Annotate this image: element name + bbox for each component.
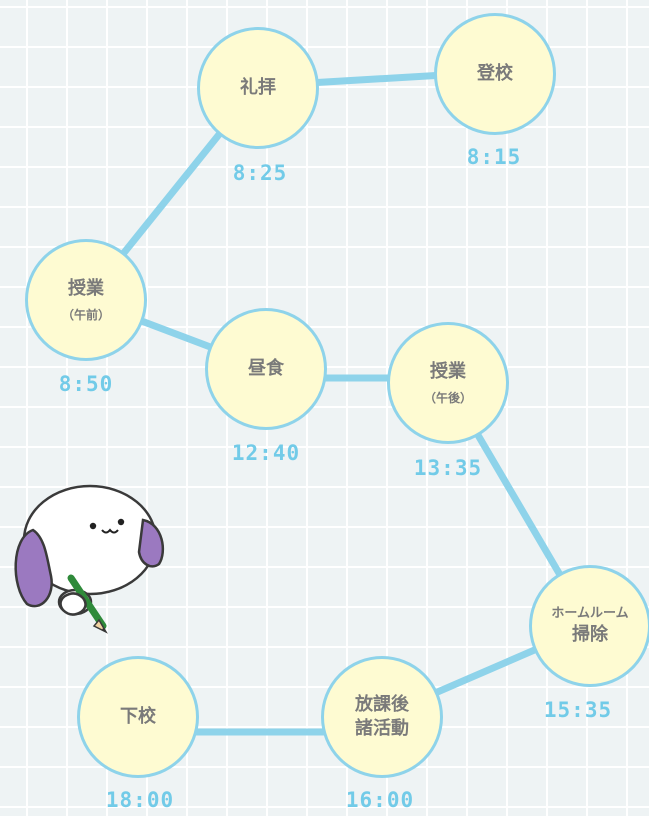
node-jugyo-pm-sub: （午後） — [423, 390, 472, 405]
node-reihai-label: 礼拝 — [240, 76, 276, 98]
node-chushoku-label: 昼食 — [248, 357, 284, 379]
node-jugyo-am-sub: （午前） — [61, 307, 110, 322]
node-geko-label: 下校 — [120, 705, 156, 727]
time-hokago: 16:00 — [345, 788, 415, 812]
dog-mascot-icon — [14, 484, 164, 634]
node-hokago-label2: 諸活動 — [355, 718, 409, 739]
time-jugyo-pm: 13:35 — [413, 456, 483, 480]
node-jugyo-pm-label: 授業 — [430, 361, 466, 383]
node-reihai: 礼拝 — [197, 27, 319, 149]
time-reihai: 8:25 — [232, 161, 288, 185]
node-soji-label: 掃除 — [572, 623, 608, 645]
node-jugyo-am: 授業 （午前） — [25, 239, 147, 361]
node-toko: 登校 — [434, 13, 556, 135]
node-jugyo-pm: 授業 （午後） — [387, 322, 509, 444]
node-geko: 下校 — [77, 656, 199, 778]
time-soji: 15:35 — [543, 698, 613, 722]
node-toko-label: 登校 — [477, 62, 513, 84]
node-soji: ホームルーム 掃除 — [529, 565, 649, 687]
node-hokago: 放課後 諸活動 — [321, 656, 443, 778]
time-geko: 18:00 — [105, 788, 175, 812]
time-chushoku: 12:40 — [231, 441, 301, 465]
node-soji-label-top: ホームルーム — [551, 606, 629, 622]
node-chushoku: 昼食 — [205, 308, 327, 430]
time-toko: 8:15 — [466, 145, 522, 169]
node-jugyo-am-label: 授業 — [68, 278, 104, 300]
time-jugyo-am: 8:50 — [58, 372, 114, 396]
node-hokago-label: 放課後 — [355, 693, 409, 715]
